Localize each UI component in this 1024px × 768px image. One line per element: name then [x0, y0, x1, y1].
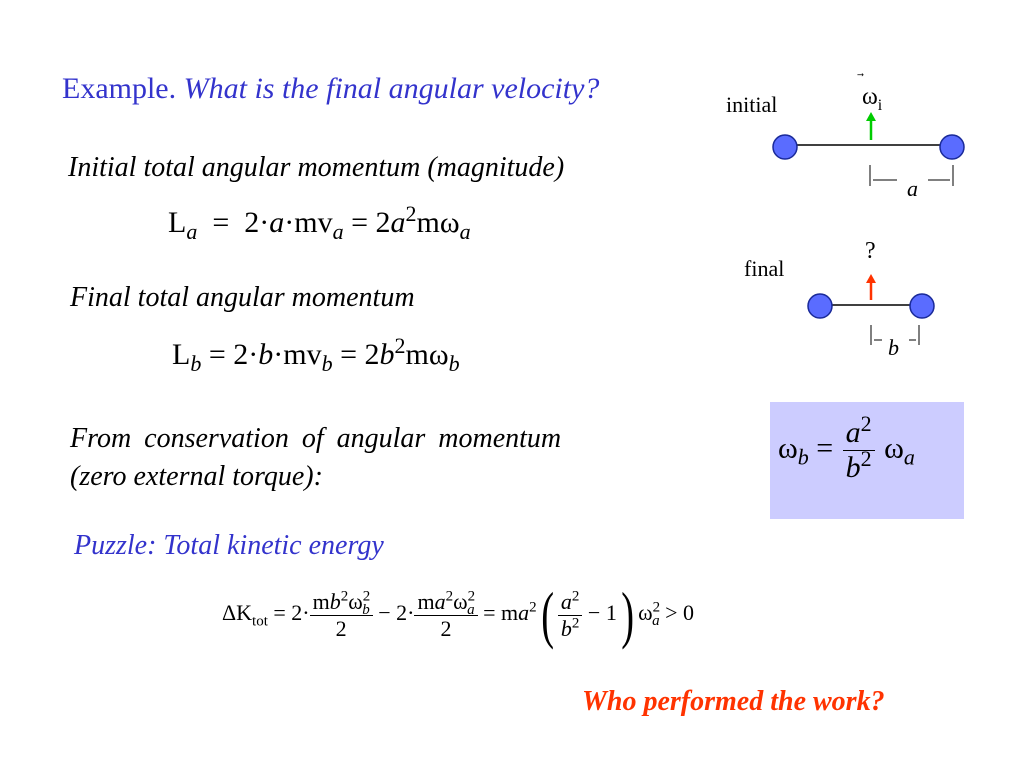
- unknown-omega-label: ?: [865, 238, 876, 264]
- distance-a-label: a: [907, 176, 918, 201]
- conservation-line-1: From conservation of angular momentum: [70, 423, 562, 454]
- result-box: ωb = a2 b2 ωa: [770, 402, 964, 519]
- equation-la: La = 2·a·mva = 2a2mωa: [168, 201, 471, 244]
- omega-initial-label: ⃗ ωi: [862, 84, 883, 114]
- conservation-line-2: (zero external torque):: [70, 461, 323, 492]
- example-label: Example.: [62, 72, 177, 105]
- final-ball-left: [807, 293, 833, 319]
- omega-symbol: ω: [862, 84, 878, 110]
- omega-subscript: i: [877, 96, 883, 114]
- initial-omega-arrowhead: [866, 112, 876, 121]
- conservation-text: From conservation of angular momentum (z…: [70, 420, 561, 496]
- work-question: Who performed the work?: [582, 686, 885, 717]
- final-omega-arrowhead: [866, 274, 876, 283]
- example-title: Example. What is the final angular veloc…: [62, 72, 599, 106]
- initial-label: initial: [726, 92, 778, 117]
- final-ball-right: [909, 293, 935, 319]
- distance-b-label: b: [888, 335, 899, 360]
- initial-ball-left: [772, 134, 798, 160]
- question-text: What is the final angular velocity?: [183, 72, 600, 105]
- equation-lb: Lb = 2·b·mvb = 2b2mωb: [172, 333, 460, 376]
- result-equation: ωb = a2 b2 ωa: [778, 411, 915, 485]
- puzzle-heading: Puzzle: Total kinetic energy: [74, 530, 384, 561]
- initial-heading: Initial total angular momentum (magnitud…: [68, 152, 565, 183]
- final-label: final: [744, 256, 785, 281]
- initial-ball-right: [939, 134, 965, 160]
- final-heading: Final total angular momentum: [70, 282, 415, 313]
